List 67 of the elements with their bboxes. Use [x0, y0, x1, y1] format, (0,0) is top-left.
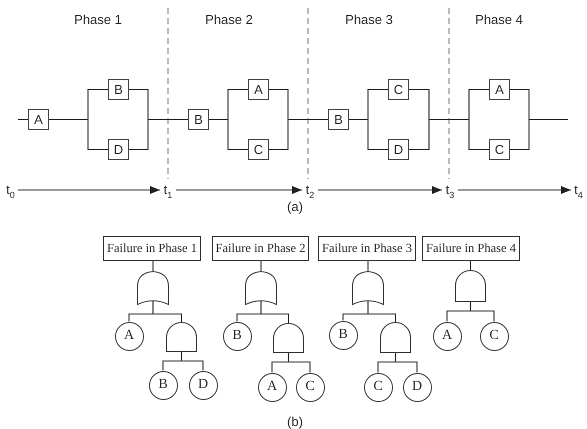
top-event-box: Failure in Phase 3	[318, 236, 416, 261]
connection-line	[349, 118, 388, 150]
time-arrow	[18, 186, 160, 194]
time-label: t$_{1}$	[160, 181, 176, 199]
phase-label: Phase 3	[345, 12, 393, 28]
time-label: t$_{3}$	[442, 181, 458, 199]
panel-label: (a)	[287, 200, 303, 214]
basic-event-circle: B	[148, 370, 178, 400]
component-block: A	[248, 79, 269, 100]
fault-tree-line	[367, 301, 396, 322]
top-event-box: Failure in Phase 1	[103, 236, 201, 261]
time-label: t$_{4}$	[571, 181, 586, 199]
basic-event-circle: D	[188, 370, 218, 400]
connection-line	[409, 118, 489, 150]
basic-event-circle: B	[328, 320, 358, 350]
or-gate	[245, 271, 277, 305]
connection-line	[510, 118, 568, 150]
basic-event-circle: B	[222, 322, 252, 350]
phase-label: Phase 2	[205, 12, 253, 28]
basic-event-circle: C	[364, 372, 392, 402]
fault-tree-line	[470, 261, 472, 270]
connection-line	[18, 118, 28, 120]
component-block: D	[108, 139, 129, 160]
basic-event-circle: A	[114, 322, 144, 350]
component-block: A	[28, 109, 49, 130]
component-block: D	[388, 139, 409, 160]
component-block: A	[489, 79, 510, 100]
time-arrow	[176, 186, 302, 194]
top-event-box: Failure in Phase 2	[212, 236, 309, 261]
phase-label: Phase 1	[74, 12, 122, 28]
or-gate	[352, 271, 384, 305]
fault-tree-line	[152, 301, 182, 322]
fault-tree-line	[470, 302, 495, 322]
and-gate	[380, 322, 411, 353]
fault-tree-line	[288, 353, 311, 372]
basic-event-circle: D	[402, 372, 432, 402]
phase-label: Phase 4	[475, 12, 523, 28]
time-arrow	[318, 186, 442, 194]
time-label: t$_{2}$	[302, 181, 318, 199]
component-block: C	[489, 139, 510, 160]
fault-tree-line	[152, 261, 154, 271]
connection-line	[209, 118, 248, 150]
fault-tree-line	[394, 353, 418, 372]
and-gate	[273, 323, 304, 353]
or-gate	[137, 271, 169, 305]
time-label: t$_{0}$	[3, 181, 18, 199]
panel-label: (b)	[287, 414, 303, 429]
component-block: C	[248, 139, 269, 160]
fault-tree-line	[260, 261, 262, 271]
fault-tree-line	[367, 261, 369, 271]
component-block: B	[188, 109, 209, 130]
basic-event-circle: A	[432, 322, 462, 350]
and-gate	[166, 322, 197, 352]
basic-event-circle: C	[296, 372, 324, 402]
component-block: C	[388, 79, 409, 100]
connection-line	[129, 118, 188, 150]
and-gate	[455, 270, 486, 302]
time-arrow	[458, 186, 571, 194]
connection-line	[49, 118, 108, 150]
top-event-box: Failure in Phase 4	[422, 236, 520, 261]
component-block: B	[108, 79, 129, 100]
basic-event-circle: A	[258, 372, 286, 402]
basic-event-circle: C	[480, 322, 508, 350]
component-block: B	[328, 109, 349, 130]
connection-line	[269, 118, 328, 150]
fault-tree-line	[260, 301, 290, 323]
fault-tree-line	[180, 352, 204, 370]
